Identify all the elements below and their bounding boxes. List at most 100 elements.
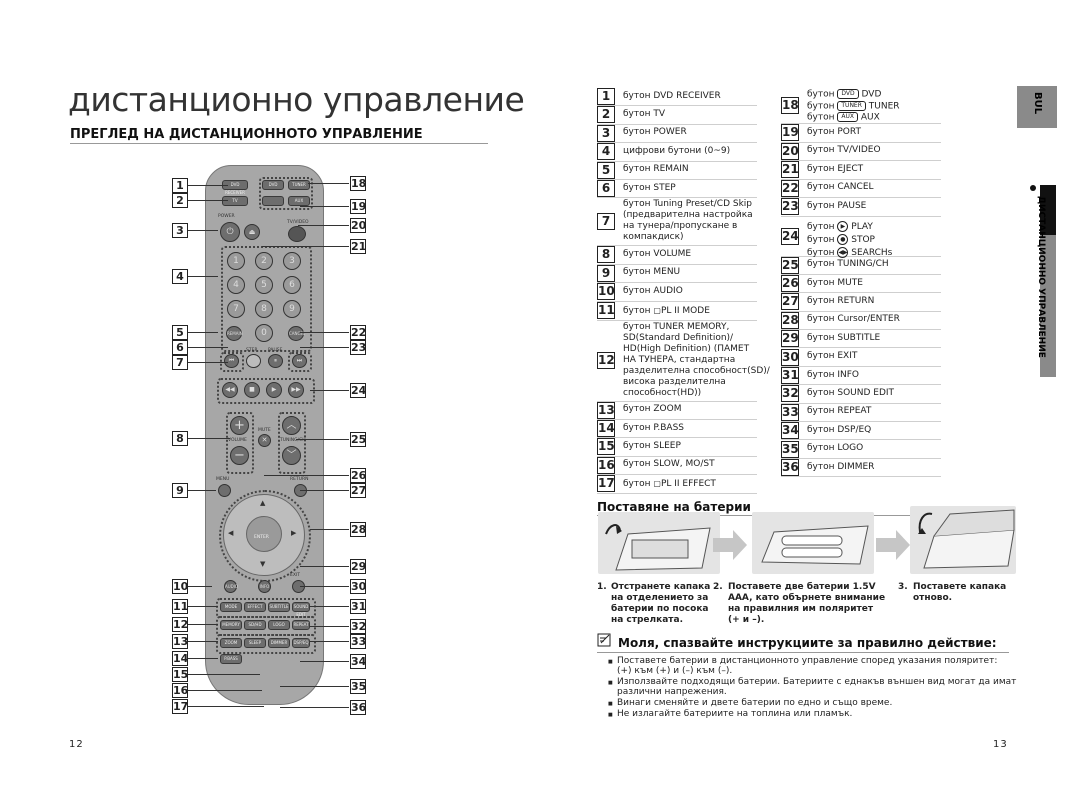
key-label-box: TUNER [837,100,866,111]
row-description: бутон EJECT [807,163,864,174]
row-number: 5 [597,161,615,179]
callout-5-leader [188,332,218,333]
remote-right-arrow: ▶ [291,529,297,537]
row-number: 13 [597,401,615,419]
row-description: цифрови бутони (0~9) [623,145,731,156]
battery-step3-illustration [910,506,1016,574]
callout-9-leader [188,490,216,491]
callout-29-leader [300,566,349,567]
callout-4: 4 [172,269,188,284]
callout-28-leader [310,529,349,530]
batteries-title: Поставяне на батерии [597,500,751,514]
remote-volume-down-button: − [230,446,249,465]
table-row: 16 бутон SLOW, MO/ST [597,456,757,476]
callout-35: 35 [350,679,367,694]
row-number: 19 [781,124,799,141]
row-number: 1 [597,88,615,105]
row-number: 3 [597,124,615,142]
section-heading: ПРЕГЛЕД НА ДИСТАНЦИОННОТО УПРАВЛЕНИЕ [70,127,423,142]
callout-35-leader [280,686,349,687]
key-label-box: DVD [837,89,859,99]
callout-24-leader [310,390,349,391]
callout-34: 34 [350,654,367,669]
remote-tuner-button: TUNER [288,180,310,190]
remote-volume-label: VOLUME [228,438,247,443]
row-description: бутон SUBTITLE [807,332,881,343]
callout-34-leader [300,661,349,662]
row-number: 16 [597,456,615,474]
callout-8: 8 [172,431,188,446]
row-number: 14 [597,420,615,437]
callout-11-leader [188,606,218,607]
callout-23: 23 [350,340,367,355]
remote-subtitle-button: SUBTITLE [268,602,290,612]
callout-27-leader [300,490,349,491]
callout-36-leader [280,707,349,708]
row-number: 24 [781,227,799,245]
page-number-right: 13 [993,739,1008,750]
remote-step-label: STEP [246,348,258,353]
row-number: 33 [781,403,799,421]
callout-24: 24 [350,383,367,398]
table-row: 33 бутон REPEAT [781,403,941,423]
step-arrow-2 [876,530,910,560]
table-row: 13 бутон ZOOM [597,401,757,420]
page-title: дистанционно управление [68,80,525,119]
table-row: 3 бутон POWER [597,124,757,144]
row-description: бутон REPEAT [807,406,872,417]
callout-31: 31 [350,599,367,614]
row-description: бутон DVD RECEIVER [623,90,721,101]
remote-enter-button [246,516,282,552]
remote-digit-0-button: 0 [255,324,273,342]
callout-29: 29 [350,559,367,574]
language-tab: BUL [1017,86,1057,128]
remote-exit-label: EXIT [290,573,301,578]
battery-step2-number: 2. [713,582,723,592]
callout-25: 25 [350,432,367,447]
callout-32: 32 [350,619,367,634]
remote-skip-back-button: ⏮ [224,354,239,368]
row-description: бутон POWER [623,127,687,138]
callout-15: 15 [172,667,189,682]
table-row: 4 цифрови бутони (0~9) [597,142,757,162]
row-number: 17 [597,475,615,493]
remote-skip-fwd-button: ⏭ [292,354,307,368]
row-description: бутон MUTE [807,277,863,288]
remote-dsp-eq-button: DSP/EQ [292,638,310,648]
remote-digit-9-button: 9 [283,300,301,318]
remote-left-arrow: ◀ [228,529,234,537]
callout-17-leader [188,706,264,707]
remote-tvvideo-button [288,226,306,242]
row-number: 10 [597,283,615,301]
dolby-icon: ▢ [653,305,661,315]
row-description: бутон SLOW, MO/ST [623,459,715,470]
notes-title: Моля, спазвайте инструкциите за правилно… [618,636,997,650]
row-number: 11 [597,301,615,319]
row-number: 4 [597,143,615,161]
remote-up-arrow: ▲ [260,499,266,507]
remote-digit-1-button: 1 [227,252,245,270]
remote-mode-button: MODE [220,602,242,612]
row-description: бутон TV/VIDEO [807,145,881,156]
remote-power-button: ⏻ [220,222,240,242]
remote-sd-hd-button: SD/HD [244,620,266,630]
callout-15-leader [188,674,260,675]
remote-logo-button: LOGO [268,620,290,630]
callout-21-leader [262,246,349,247]
row-number: 7 [597,212,615,230]
table-row: 29 бутон SUBTITLE [781,329,941,349]
callout-19: 19 [350,199,367,214]
row-number: 29 [781,330,799,348]
row-description: бутон ZOOM [623,404,682,415]
callout-3: 3 [172,223,188,238]
remote-stop-button: ■ [244,382,260,398]
callout-28: 28 [350,522,367,537]
